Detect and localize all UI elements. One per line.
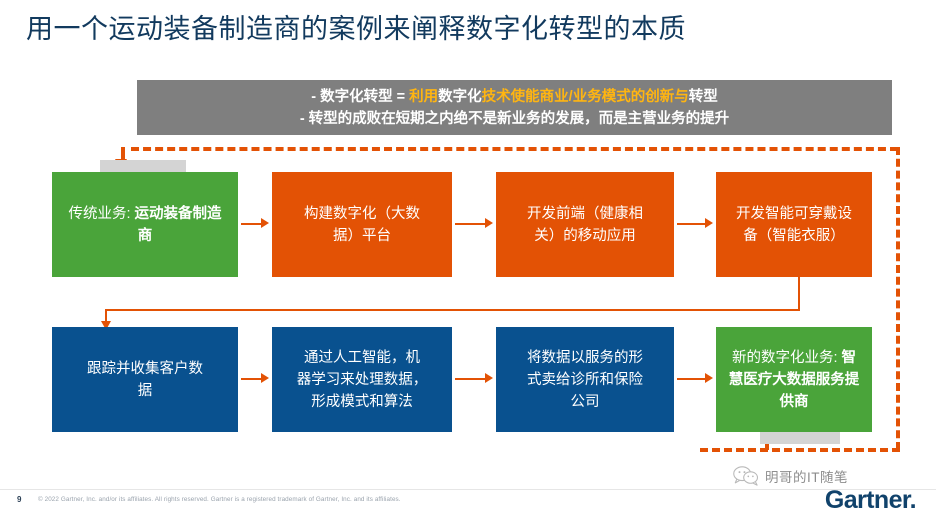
flow-box-ai-processing[interactable]: 通过人工智能，机 器学习来处理数据， 形成模式和算法: [272, 327, 452, 432]
build-platform-line1: 构建数字化（大数: [304, 205, 420, 222]
banner-seg-5: 转型: [688, 88, 718, 105]
flow-box-collect-data[interactable]: 跟踪并收集客户数 据: [52, 327, 238, 432]
stub-above-legacy-box: [100, 160, 186, 172]
flow-box-build-platform[interactable]: 构建数字化（大数 据）平台: [272, 172, 452, 277]
flow-box-smart-wearables[interactable]: 开发智能可穿戴设 备（智能衣服）: [716, 172, 872, 277]
ai-processing-line1: 通过人工智能，机: [304, 349, 420, 366]
legacy-business-label: 传统业务:: [68, 205, 135, 222]
develop-frontend-line1: 开发前端（健康相: [527, 205, 643, 222]
feedback-loop-right-segment: [896, 147, 900, 450]
ai-processing-line3: 形成模式和算法: [311, 393, 413, 410]
smart-wearables-line2: 备（智能衣服）: [743, 227, 845, 244]
build-platform-line2: 据）平台: [333, 227, 391, 244]
ai-processing-line2: 器学习来处理数据，: [296, 371, 428, 388]
feedback-loop-top-segment: [131, 147, 898, 151]
page-title: 用一个运动装备制造商的案例来阐释数字化转型的本质: [26, 14, 686, 44]
flow-box-legacy-business[interactable]: 传统业务: 运动装备制造商: [52, 172, 238, 277]
arrow-ai-to-sell: [455, 373, 493, 385]
arrow-legacy-to-platform: [241, 218, 269, 230]
banner-line-1: - 数字化转型 = 利用数字化技术使能商业/业务模式的创新与转型: [311, 86, 717, 108]
gartner-logo-text: Gartner: [824, 486, 910, 514]
footer-divider: [0, 489, 936, 490]
wechat-icon: [733, 466, 759, 486]
sell-data-line1: 将数据以服务的形: [527, 349, 643, 366]
gartner-logo-dot: .: [909, 486, 917, 514]
new-business-value: 智慧医疗大数据服务提供商: [728, 349, 860, 410]
feedback-loop-bottom-segment: [700, 448, 900, 452]
definition-banner: - 数字化转型 = 利用数字化技术使能商业/业务模式的创新与转型 - 转型的成败…: [137, 80, 892, 135]
develop-frontend-line2: 关）的移动应用: [534, 227, 636, 244]
stub-below-new-business-box: [760, 432, 840, 444]
banner-line-2: - 转型的成败在短期之内绝不是新业务的发展，而是主营业务的提升: [299, 110, 730, 127]
flow-box-new-digital-business[interactable]: 新的数字化业务: 智慧医疗大数据服务提供商: [716, 327, 872, 432]
arrow-sell-to-new-business: [677, 373, 713, 385]
smart-wearables-line1: 开发智能可穿戴设: [736, 205, 852, 222]
wechat-badge: 明哥的IT随笔: [733, 466, 848, 486]
arrow-collect-to-ai: [241, 373, 269, 385]
banner-seg-4: 技术使能商业/业务模式的创新与: [481, 88, 689, 105]
connector-wearables-to-collect-data: [100, 277, 800, 330]
page-number: 9: [17, 495, 22, 504]
flow-box-develop-frontend[interactable]: 开发前端（健康相 关）的移动应用: [496, 172, 674, 277]
wechat-label: 明哥的IT随笔: [765, 470, 848, 485]
arrow-frontend-to-wearables: [677, 218, 713, 230]
legacy-business-value: 运动装备制造商: [134, 205, 222, 244]
collect-data-line2: 据: [137, 382, 153, 399]
gartner-logo: Gartner.: [824, 486, 917, 515]
flow-box-sell-data[interactable]: 将数据以服务的形 式卖给诊所和保险 公司: [496, 327, 674, 432]
sell-data-line2: 式卖给诊所和保险: [527, 371, 643, 388]
arrow-platform-to-frontend: [455, 218, 493, 230]
banner-seg-2: 利用: [409, 88, 439, 105]
sell-data-line3: 公司: [570, 393, 600, 410]
feedback-loop-descender-segment: [121, 147, 125, 161]
new-business-label: 新的数字化业务:: [731, 349, 842, 366]
collect-data-line1: 跟踪并收集客户数: [87, 360, 203, 377]
copyright-notice: © 2022 Gartner, Inc. and/or its affiliat…: [38, 496, 401, 503]
banner-seg-3: 数字化: [438, 88, 482, 105]
banner-seg-1: - 数字化转型 =: [311, 88, 410, 105]
